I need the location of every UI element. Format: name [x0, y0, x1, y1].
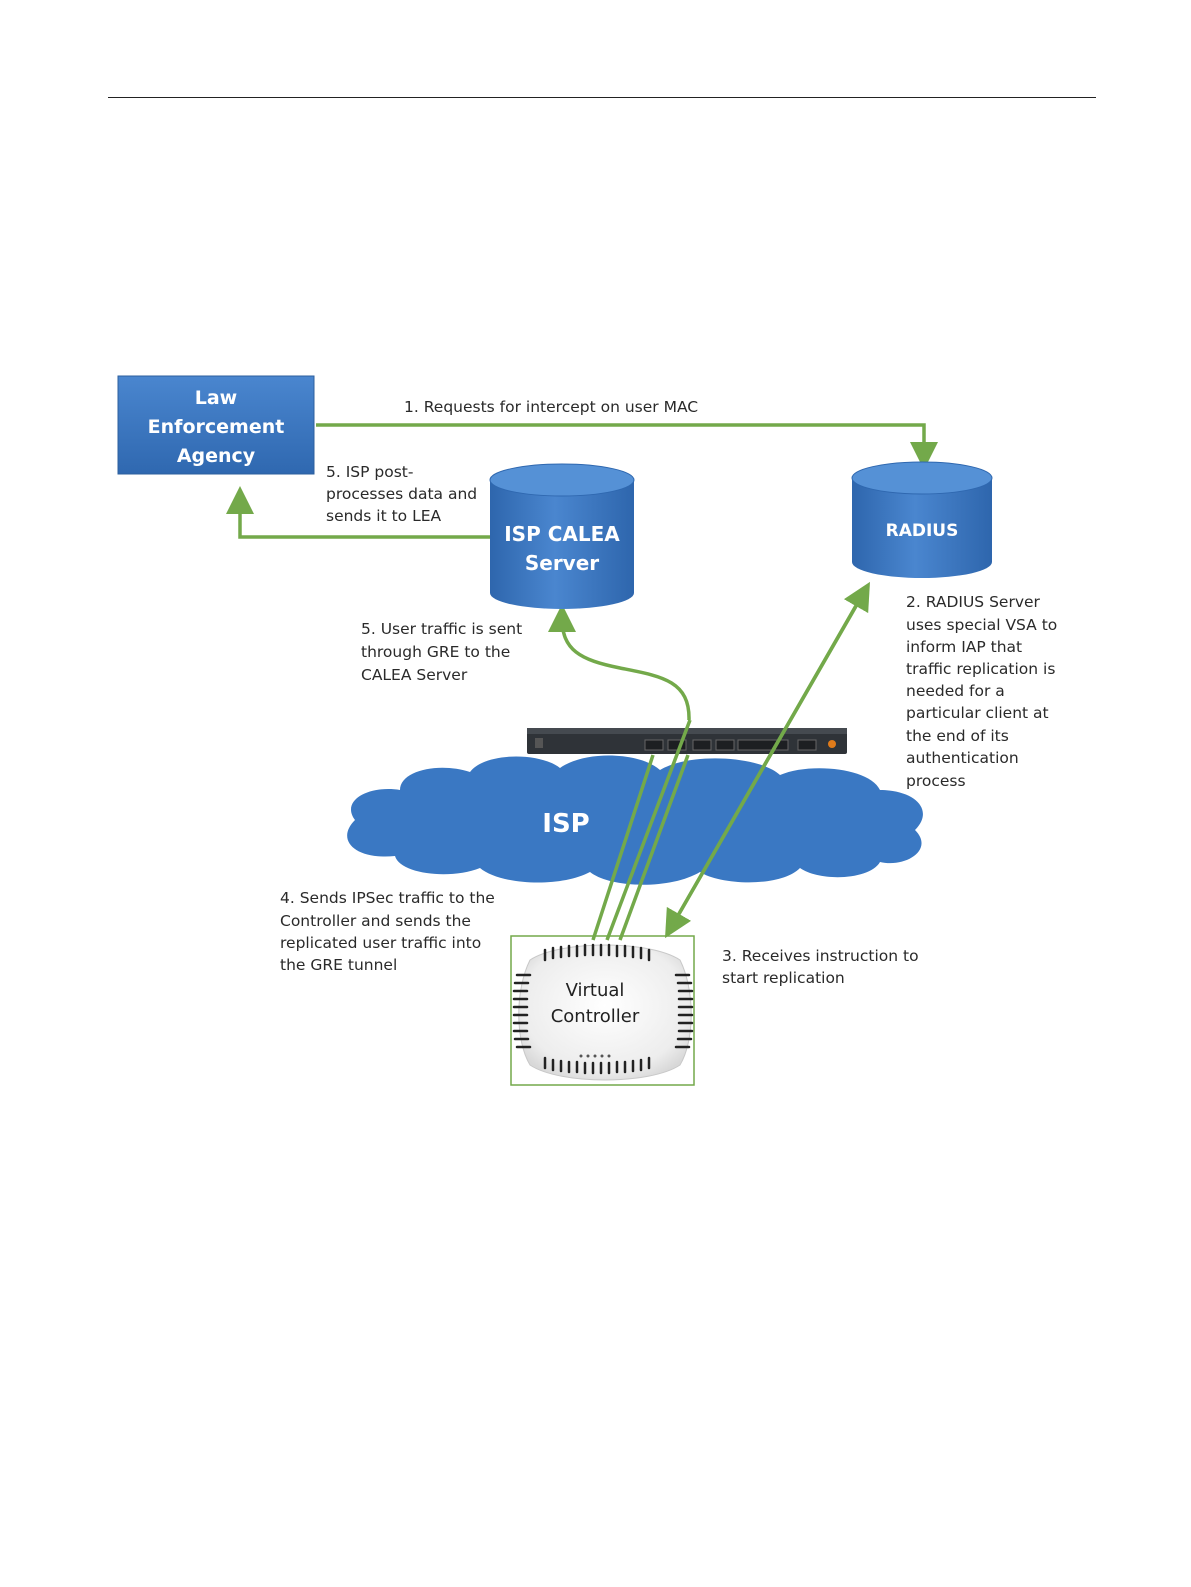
lea-label-line-3: Agency: [177, 445, 256, 467]
header-rule: [108, 97, 1096, 98]
arrow-step5-to-lea: [226, 486, 490, 539]
note-step1-line: 1. Requests for intercept on user MAC: [404, 398, 698, 416]
note-step4: 4. Sends IPSec traffic to the Controller…: [280, 889, 500, 974]
note-step2-line-2: uses special VSA to: [906, 616, 1057, 634]
note-step5-post-line-1: 5. ISP post-: [326, 463, 413, 481]
note-step3-line-2: start replication: [722, 969, 845, 987]
note-step5-post: 5. ISP post- processes data and sends it…: [326, 463, 482, 525]
vc-label-line-2: Controller: [551, 1006, 640, 1027]
calea-label-line-2: Server: [525, 551, 599, 575]
note-step5-traffic: 5. User traffic is sent through GRE to t…: [361, 620, 527, 684]
radius-label: RADIUS: [886, 521, 959, 541]
arrow-gre-tunnel: [618, 754, 690, 941]
note-step2-line-9: process: [906, 772, 966, 790]
note-step4-line-4: the GRE tunnel: [280, 956, 397, 974]
note-step2-line-1: 2. RADIUS Server: [906, 593, 1041, 611]
note-step2-line-3: inform IAP that: [906, 638, 1022, 656]
vc-label-line-1: Virtual: [566, 980, 625, 1001]
lea-label-line-2: Enforcement: [148, 416, 285, 438]
law-enforcement-agency-node: Law Enforcement Agency: [117, 375, 315, 475]
arrow-step1: [316, 423, 938, 470]
isp-cloud: ISP: [347, 755, 923, 885]
radius-server-node: RADIUS: [851, 461, 993, 578]
note-step4-line-1: 4. Sends IPSec traffic to the: [280, 889, 495, 907]
note-step4-line-3: replicated user traffic into: [280, 934, 481, 952]
arrow-ipsec-2: [605, 719, 692, 941]
note-step3: 3. Receives instruction to start replica…: [722, 947, 924, 987]
isp-calea-server-node: ISP CALEA Server: [489, 463, 635, 609]
isp-label: ISP: [542, 809, 589, 839]
lea-label-line-1: Law: [195, 387, 237, 409]
note-step3-line-1: 3. Receives instruction to: [722, 947, 919, 965]
virtual-controller-ap: Virtual Controller: [510, 935, 695, 1086]
note-step5-traffic-line-3: CALEA Server: [361, 666, 468, 684]
note-step5-traffic-line-2: through GRE to the: [361, 643, 510, 661]
note-step5-traffic-line-1: 5. User traffic is sent: [361, 620, 522, 638]
note-step2: 2. RADIUS Server uses special VSA to inf…: [906, 593, 1062, 790]
note-step2-line-6: particular client at: [906, 704, 1049, 722]
arrow-step5-gre: [548, 604, 691, 721]
note-step2-line-8: authentication: [906, 749, 1019, 767]
flow-arrows: [226, 423, 938, 941]
note-step5-post-line-3: sends it to LEA: [326, 507, 442, 525]
arrow-vc-to-radius: [670, 581, 870, 927]
note-step2-line-4: traffic replication is: [906, 660, 1055, 678]
note-step4-line-2: Controller and sends the: [280, 912, 471, 930]
note-step2-line-5: needed for a: [906, 682, 1005, 700]
note-step1: 1. Requests for intercept on user MAC: [404, 398, 698, 416]
note-step2-line-7: the end of its: [906, 727, 1009, 745]
calea-label-line-1: ISP CALEA: [504, 522, 620, 546]
note-step5-post-line-2: processes data and: [326, 485, 477, 503]
arrow-ipsec-1: [591, 754, 655, 941]
